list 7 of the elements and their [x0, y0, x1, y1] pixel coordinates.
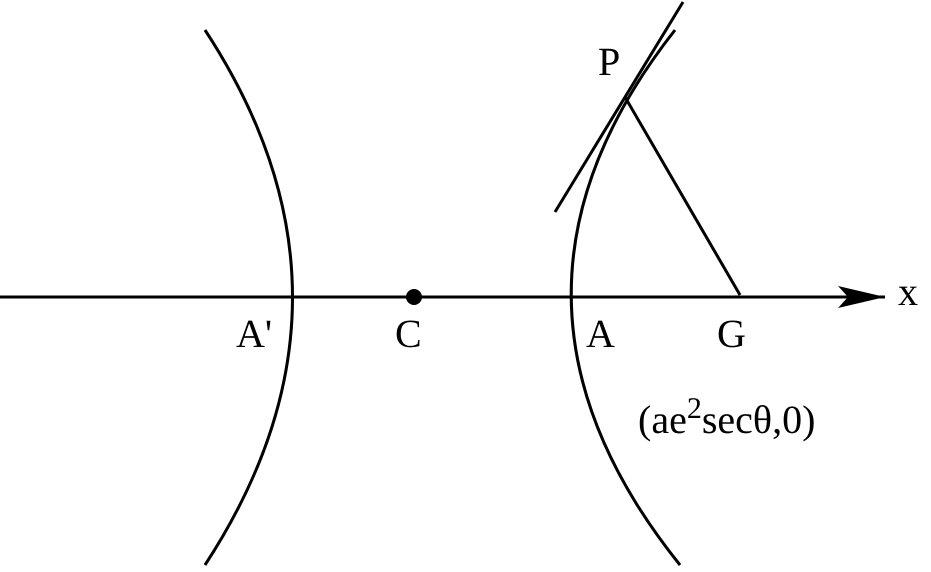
point-label: (ae$^{2}$secθ,0): [638, 396, 816, 444]
point-label: x: [898, 268, 918, 316]
point-label: A: [586, 310, 615, 358]
point-label: P: [598, 38, 620, 86]
point-label: A': [236, 310, 272, 358]
point-label: C: [395, 310, 422, 358]
point-label: G: [717, 310, 746, 358]
